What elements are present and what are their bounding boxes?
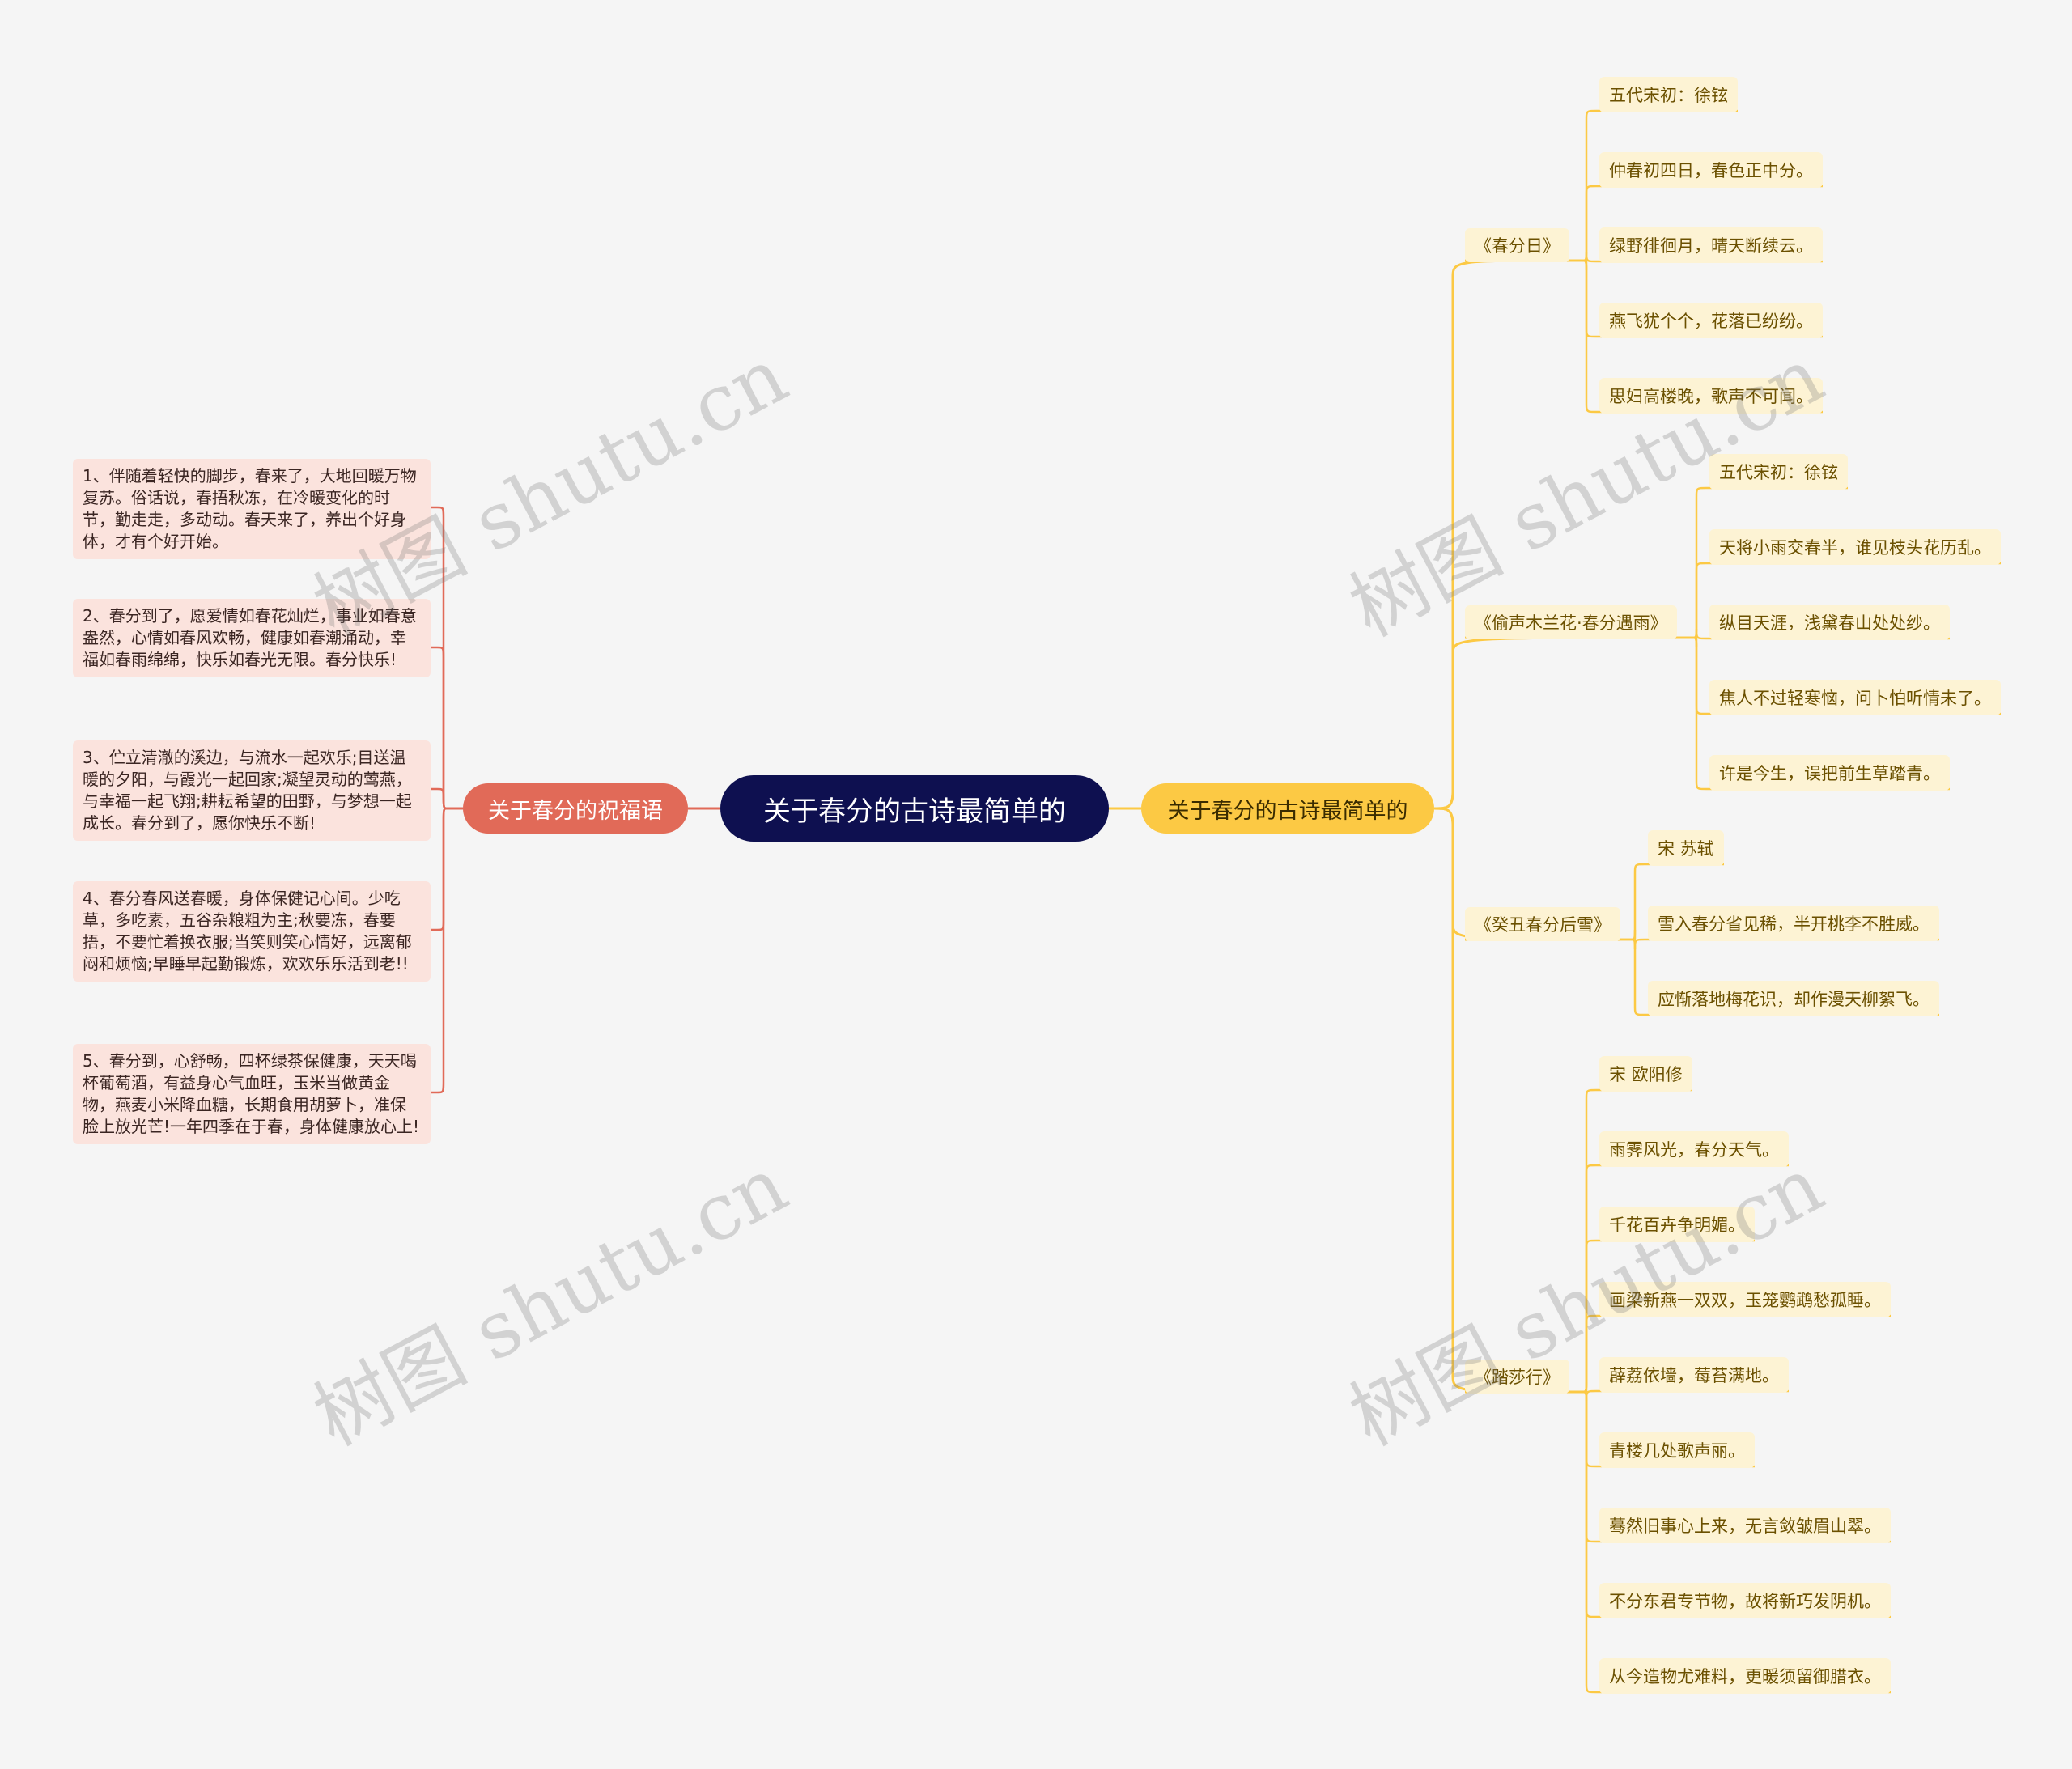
poem-line[interactable]: 绿野徘徊月，晴天断续云。 <box>1599 227 1823 263</box>
connector <box>1620 938 1939 1016</box>
connector <box>1569 1390 1891 1694</box>
poem-line[interactable]: 薜荔依墙，莓苔满地。 <box>1599 1357 1789 1393</box>
right-branch-label: 关于春分的古诗最简单的 <box>1167 798 1408 824</box>
connector <box>1433 259 1570 810</box>
poem-line[interactable]: 五代宋初：徐铉 <box>1599 77 1738 112</box>
poem-title[interactable]: 《偷声木兰花·春分遇雨》 <box>1465 605 1677 639</box>
poem-line[interactable]: 画梁新燕一双双，玉笼鹦鹉愁孤睡。 <box>1599 1282 1891 1317</box>
poem-line[interactable]: 蓦然旧事心上来，无言敛皱眉山翠。 <box>1599 1508 1891 1543</box>
connector <box>431 646 463 810</box>
poem-line[interactable]: 青楼几处歌声丽。 <box>1599 1432 1755 1468</box>
poem-line[interactable]: 应惭落地梅花识，却作漫天柳絮飞。 <box>1648 981 1939 1016</box>
right-branch-node[interactable]: 关于春分的古诗最简单的 <box>1141 783 1434 834</box>
poem-line[interactable]: 不分东君专节物，故将新巧发阴机。 <box>1599 1583 1891 1618</box>
poem-line[interactable]: 思妇高楼晚，歌声不可闻。 <box>1599 378 1823 414</box>
poem-line[interactable]: 雨霁风光，春分天气。 <box>1599 1131 1789 1167</box>
poem-line[interactable]: 许是今生，误把前生草踏青。 <box>1709 755 1950 791</box>
connector <box>431 787 463 810</box>
root-label: 关于春分的古诗最简单的 <box>763 795 1066 828</box>
poem-line[interactable]: 雪入春分省见稀，半开桃李不胜威。 <box>1648 906 1939 941</box>
poem-title[interactable]: 《癸丑春分后雪》 <box>1465 907 1620 941</box>
poem-title[interactable]: 《踏莎行》 <box>1465 1360 1569 1394</box>
connector <box>1677 636 1950 791</box>
poem-line[interactable]: 焦人不过轻寒恼，问卜怕听情未了。 <box>1709 680 2001 715</box>
poem-line[interactable]: 宋 苏轼 <box>1648 830 1724 866</box>
wish-card[interactable]: 3、伫立清澈的溪边，与流水一起欢乐;目送温暖的夕阳，与霞光一起回家;凝望灵动的莺… <box>73 740 431 841</box>
wish-card[interactable]: 5、春分到，心舒畅，四杯绿茶保健康，天天喝杯葡萄酒，有益身心气血旺，玉米当做黄金… <box>73 1044 431 1144</box>
poem-title[interactable]: 《春分日》 <box>1465 228 1569 262</box>
connector <box>431 807 463 1094</box>
connector <box>1433 807 1570 1394</box>
poem-line[interactable]: 天将小雨交春半，谁见枝头花历乱。 <box>1709 529 2001 565</box>
wish-card[interactable]: 2、春分到了，愿爱情如春花灿烂，事业如春意盎然，心情如春风欢畅，健康如春潮涌动，… <box>73 599 431 677</box>
poem-line[interactable]: 燕飞犹个个，花落已纷纷。 <box>1599 303 1823 338</box>
poem-line[interactable]: 仲春初四日，春色正中分。 <box>1599 152 1823 188</box>
wish-card[interactable]: 4、春分春风送春暖，身体保健记心间。少吃草，多吃素，五谷杂粮粗为主;秋要冻，春要… <box>73 881 431 982</box>
connector <box>431 807 463 931</box>
poem-line[interactable]: 五代宋初：徐铉 <box>1709 454 1848 490</box>
poem-line[interactable]: 从今造物尤难料，更暖须留御腊衣。 <box>1599 1658 1891 1694</box>
poem-line[interactable]: 宋 欧阳修 <box>1599 1056 1692 1092</box>
connector <box>1433 636 1678 810</box>
left-branch-label: 关于春分的祝福语 <box>488 798 663 824</box>
poem-line[interactable]: 纵目天涯，浅黛春山处处纱。 <box>1709 605 1950 640</box>
poem-line[interactable]: 千花百卉争明媚。 <box>1599 1207 1755 1242</box>
left-branch-node[interactable]: 关于春分的祝福语 <box>463 783 688 834</box>
connector <box>431 506 463 810</box>
connector <box>1569 259 1823 414</box>
root-node[interactable]: 关于春分的古诗最简单的 <box>720 775 1109 842</box>
wish-card[interactable]: 1、伴随着轻快的脚步，春来了，大地回暖万物复苏。俗话说，春捂秋冻，在冷暖变化的时… <box>73 459 431 559</box>
